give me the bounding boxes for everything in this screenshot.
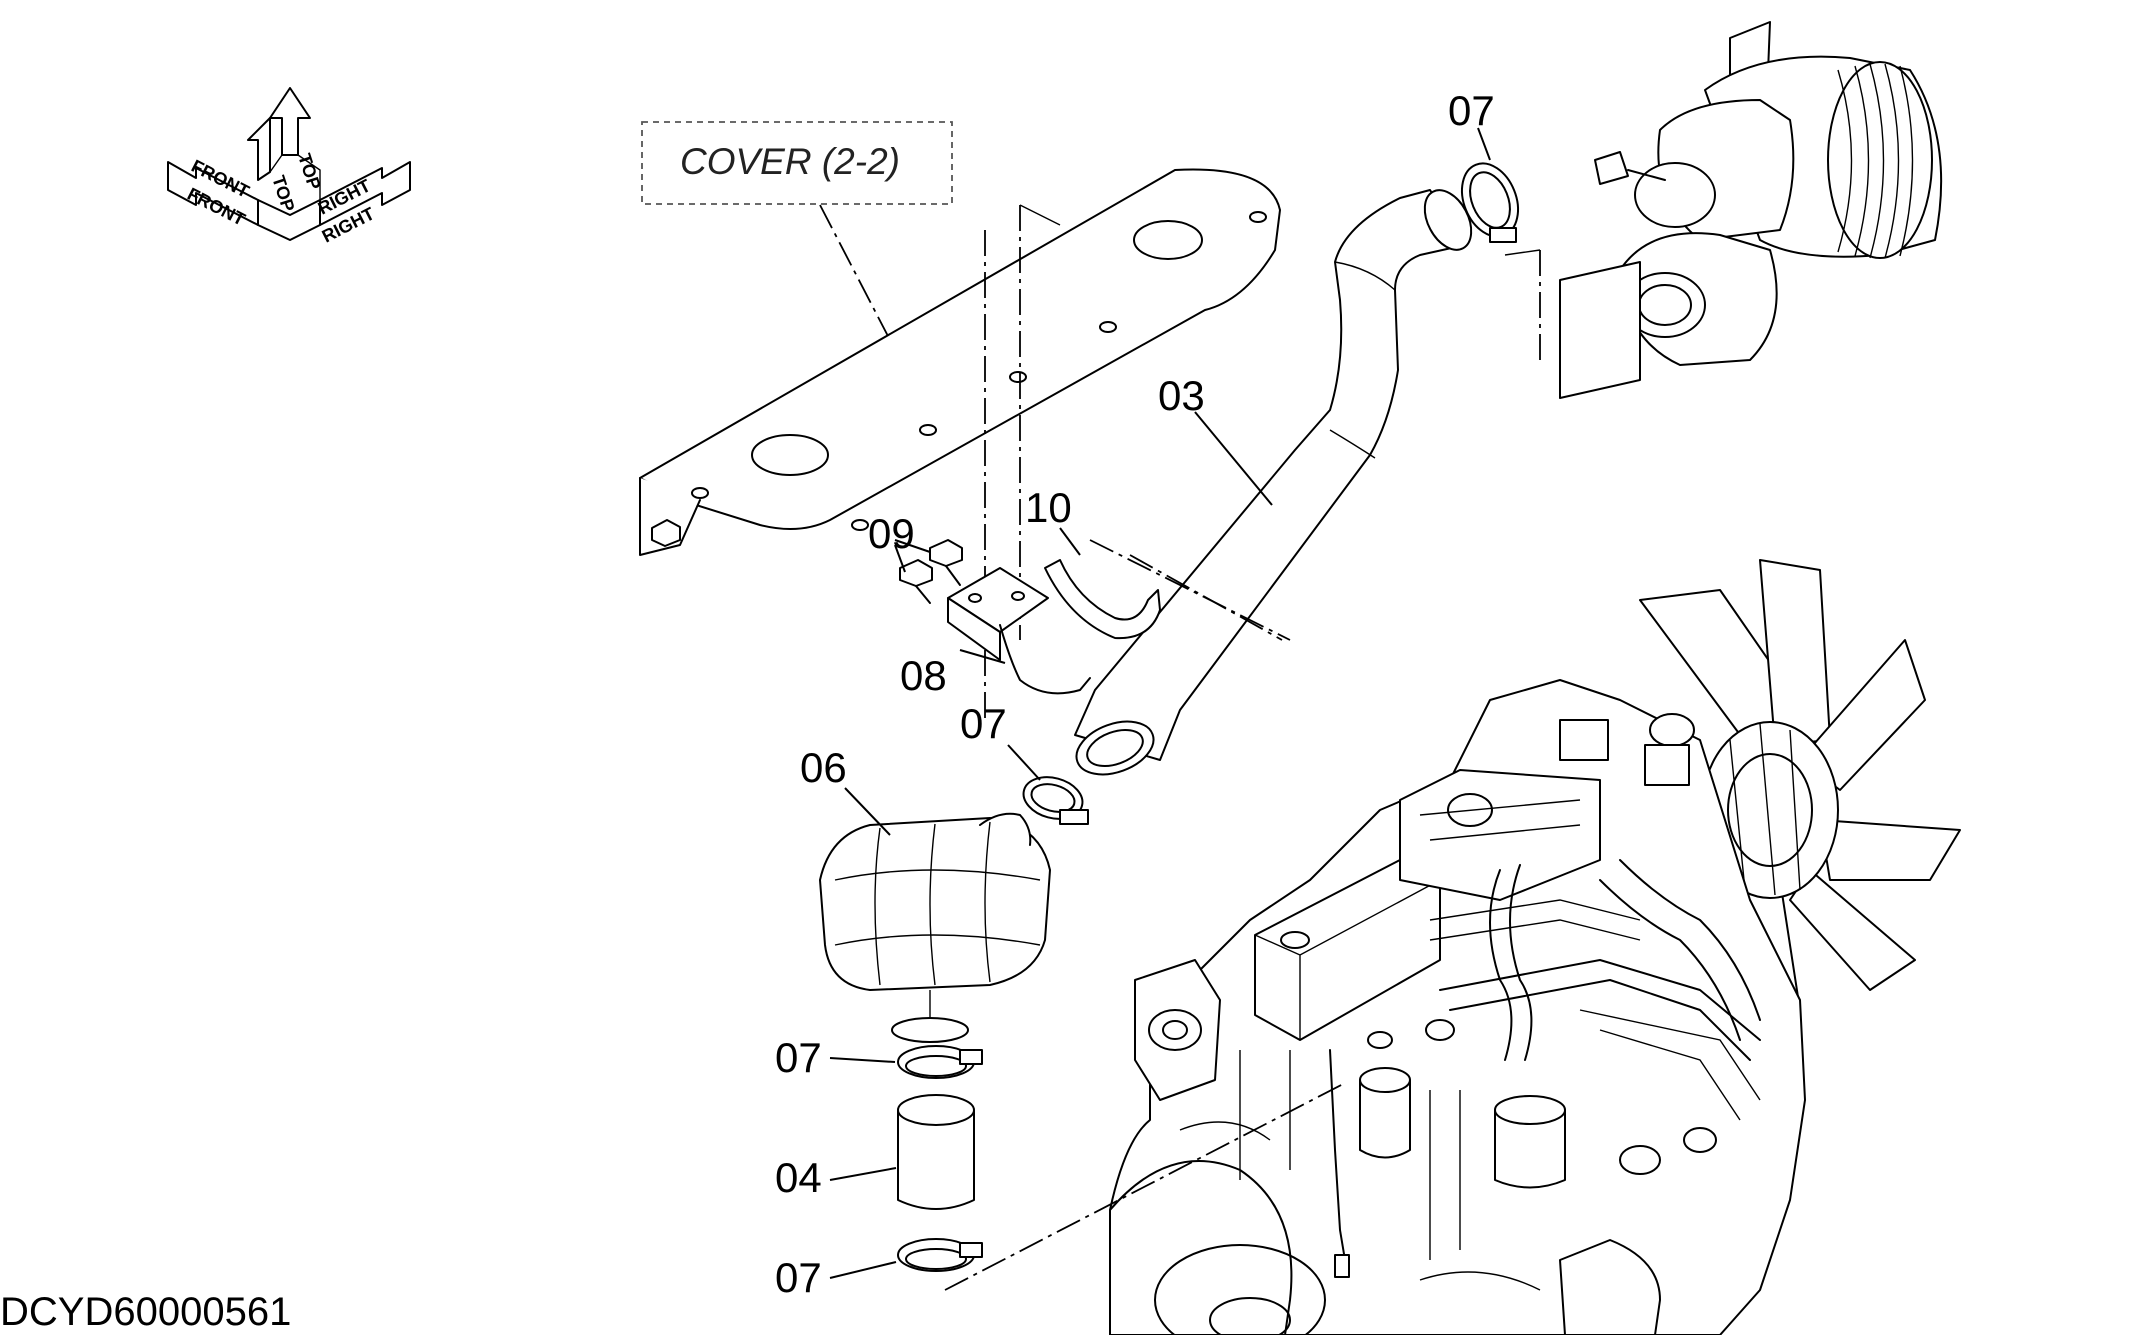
breather-hose <box>1044 559 1161 640</box>
callout-07-upper: 07 <box>1448 87 1495 134</box>
callout-09: 09 <box>868 510 915 557</box>
resonator <box>819 812 1051 1043</box>
hose-clamp-lower-2 <box>897 1238 983 1272</box>
axis-label-top: TOP <box>294 151 324 192</box>
cover-note-box: COVER (2-2) <box>641 121 953 341</box>
hose-clamp-lower-1 <box>897 1045 983 1079</box>
bolt <box>899 559 933 604</box>
callout-08: 08 <box>900 652 947 699</box>
air-cleaner <box>1504 21 1943 399</box>
cover-plate <box>639 168 1281 720</box>
hose-clamp-middle <box>1022 776 1089 825</box>
cover-note-label: COVER (2-2) <box>680 141 900 182</box>
leader-lines <box>829 127 1491 1279</box>
figure-reference-code: DCYD60000561 <box>0 1290 291 1334</box>
short-hose <box>897 1094 975 1210</box>
hose-clamp-upper <box>1461 162 1519 243</box>
callout-07-clamp: 07 <box>775 1034 822 1081</box>
bracket-plate <box>947 567 1091 695</box>
engine-assembly <box>1109 559 1961 1335</box>
callout-10: 10 <box>1025 484 1072 531</box>
callout-06: 06 <box>800 744 847 791</box>
callout-03: 03 <box>1158 372 1205 419</box>
callout-07-clamp: 07 <box>775 1254 822 1301</box>
callout-07-middle: 07 <box>960 700 1007 747</box>
orientation-compass: TOP TOP FRONT FRONT RIGHT RIGHT <box>167 87 411 247</box>
bolt <box>929 539 963 586</box>
callout-04: 04 <box>775 1154 822 1201</box>
